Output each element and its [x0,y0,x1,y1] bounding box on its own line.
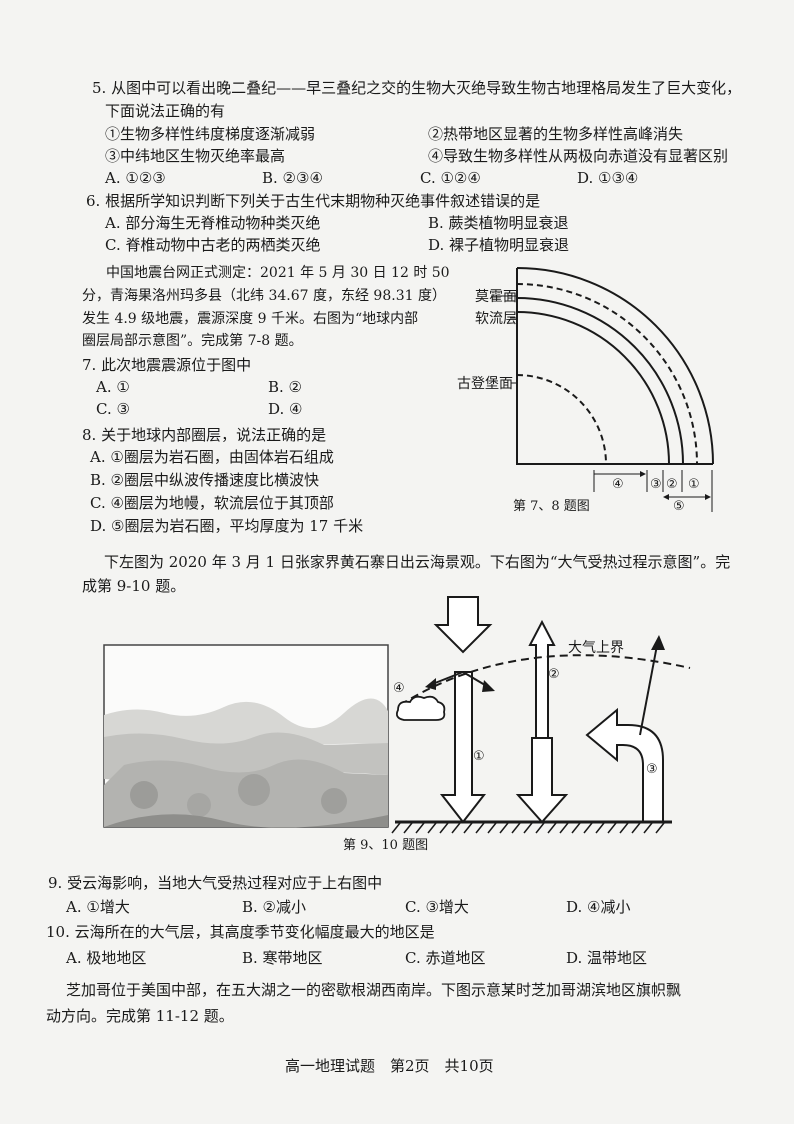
q6-option-c: C. 脊椎动物中古老的两栖类灭绝 [105,236,321,254]
q6-option-d: D. 裸子植物明显衰退 [428,236,570,254]
layer-2-label: ② [666,477,678,492]
q6-stem: 6. 根据所学知识判断下列关于古生代末期物种灭绝事件叙述错误的是 [86,192,541,210]
q5-option-b: B. ②③④ [262,169,323,187]
q9-stem: 9. 受云海影响，当地大气受热过程对应于上右图中 [48,874,383,892]
left-edge-line [516,268,713,465]
q10-stem: 10. 云海所在的大气层，其高度季节变化幅度最大的地区是 [46,923,435,941]
moho-dashed-arc [516,283,698,465]
q5-option-a: A. ①②③ [105,169,166,187]
q8-option-a: A. ①圈层为岩石圈，由固体岩石组成 [90,448,334,466]
q9-option-c: C. ③增大 [405,898,469,916]
layer-4-label: ④ [612,477,624,492]
asthenosphere-top-arc [516,297,684,465]
intro1112-line1: 芝加哥位于美国中部，在五大湖之一的密歇根湖西南岸。下图示意某时芝加哥湖滨地区旗帜… [66,981,682,999]
layer-5-label: ⑤ [673,499,685,514]
intro1112-line2: 动方向。完成第 11-12 题。 [46,1007,234,1025]
q6-option-a: A. 部分海生无脊椎动物种类灭绝 [105,214,321,232]
sea-of-clouds-photo [103,644,389,828]
q9-option-d: D. ④减小 [566,898,631,916]
q6-option-b: B. 蕨类植物明显衰退 [428,214,569,232]
cloud-icon [395,695,446,721]
arrow-2-label: ② [548,667,560,682]
layer-3-label: ③ [650,477,662,492]
asthenosphere-bottom-arc [516,311,670,465]
gutenberg-label: 古登堡面 [457,376,513,392]
intro78-line4: 圈层局部示意图”。完成第 7-8 题。 [82,333,303,349]
arrow-4-label: ④ [393,681,405,696]
q10-option-a: A. 极地地区 [66,949,147,967]
arrow-1-label: ① [473,749,485,764]
gutenberg-dashed-arc [516,374,607,465]
q10-option-b: B. 寒带地区 [242,949,323,967]
arrow-3-curved [585,707,664,823]
intro78-line1: 中国地震台网正式测定：2021 年 5 月 30 日 12 时 50 [106,265,450,281]
q5-option-c: C. ①②④ [420,169,481,187]
q5-option-d: D. ①③④ [577,169,639,187]
intro78-line3: 发生 4.9 级地震，震源深度 9 千米。右图为“地球内部 [82,311,419,327]
fig910-caption: 第 9、10 题图 [343,838,428,853]
intro910-line2: 成第 9-10 题。 [82,577,186,595]
arrow-1-ground-radiation [439,671,487,824]
layer-1-label: ① [688,477,700,492]
fig78-caption: 第 7、8 题图 [513,499,590,514]
q7-option-c: C. ③ [96,400,130,418]
q5-statement-4: ④导致生物多样性从两极向赤道没有显著区别 [428,147,729,165]
q7-option-a: A. ① [96,378,130,396]
q5-stem-line2: 下面说法正确的有 [105,102,226,120]
arrow-down-right [515,737,569,824]
q7-option-b: B. ② [268,378,303,396]
q8-option-c: C. ④圈层为地幔，软流层位于其顶部 [90,494,334,512]
q9-option-a: A. ①增大 [66,898,130,916]
intro910-line1: 下左图为 2020 年 3 月 1 日张家界黄石寨日出云海景观。下右图为“大气受… [104,553,731,571]
upper-atmosphere-label: 大气上界 [568,640,624,656]
asthenosphere-label: 软流层 [475,311,517,327]
q10-option-d: D. 温带地区 [566,949,648,967]
q5-statement-2: ②热带地区显著的生物多样性高峰消失 [428,125,684,143]
incoming-solar-arrow [433,596,493,654]
q5-stem-line1: 5. 从图中可以看出晚二叠纪——早三叠纪之交的生物大灭绝导致生物古地理格局发生了… [92,79,742,97]
q8-stem: 8. 关于地球内部圈层，说法正确的是 [82,426,327,444]
q9-option-b: B. ②减小 [242,898,307,916]
outer-arc [516,267,714,465]
q8-option-b: B. ②圈层中纵波传播速度比横波快 [90,471,320,489]
arrow-3-label: ③ [646,762,658,777]
q5-statement-3: ③中纬地区生物灭绝率最高 [105,147,286,165]
q8-option-d: D. ⑤圈层为岩石圈，平均厚度为 17 千米 [90,517,364,535]
moho-label: 莫霍面 [475,289,517,305]
arrow-2-upward [528,619,556,739]
q7-stem: 7. 此次地震震源位于图中 [82,356,252,374]
page-footer: 高一地理试题 第2页 共10页 [285,1057,494,1075]
intro78-line2: 分，青海果洛州玛多县（北纬 34.67 度，东经 98.31 度） [82,288,446,304]
q7-option-d: D. ④ [268,400,303,418]
q10-option-c: C. 赤道地区 [405,949,486,967]
q5-statement-1: ①生物多样性纬度梯度逐渐减弱 [105,125,316,143]
